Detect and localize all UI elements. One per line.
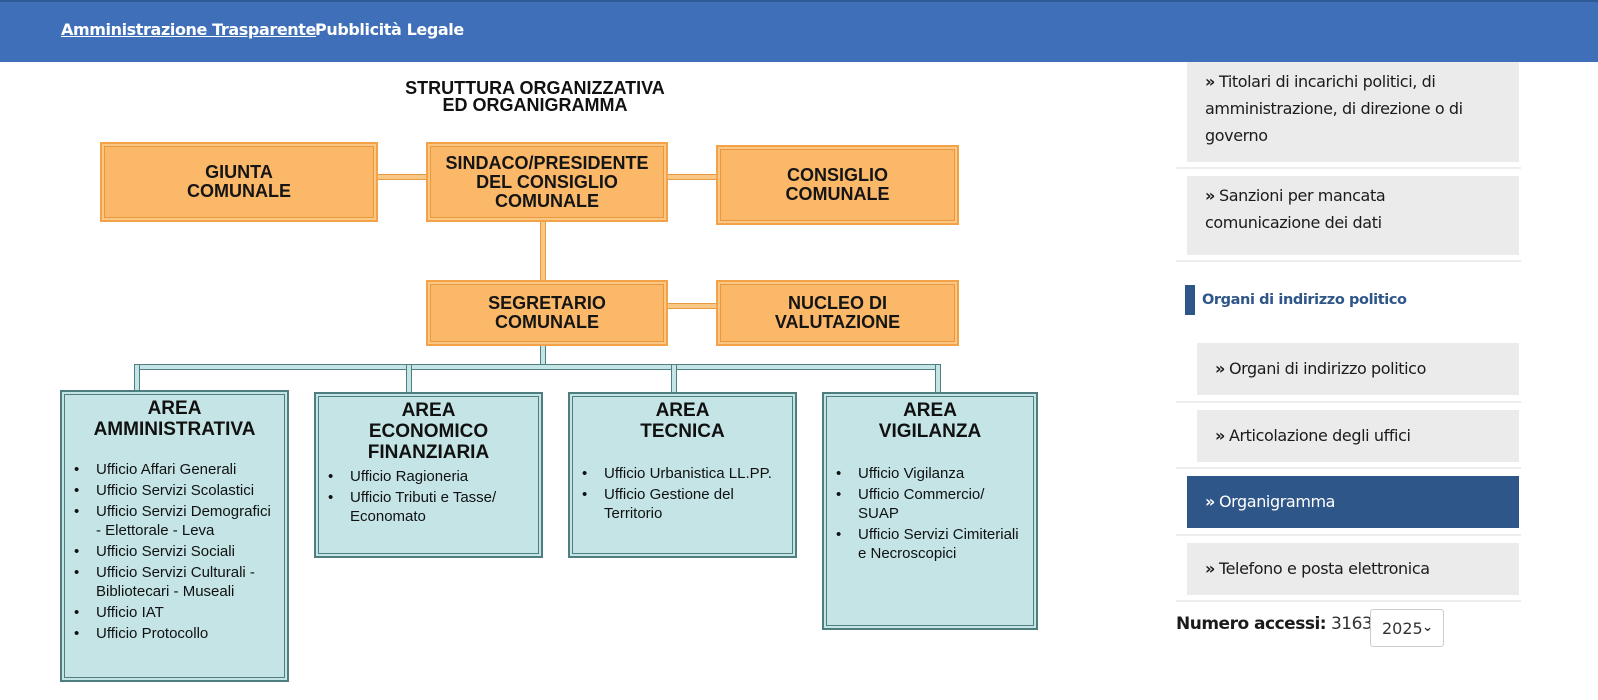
area-title: AREA AMMINISTRATIVA [93,398,256,440]
office-item: Ufficio Affari Generali [74,460,281,479]
sidebar-item-organigramma[interactable]: »Organigramma [1187,476,1519,528]
year-select-value: 2025 [1382,618,1423,638]
area-title: AREA ECONOMICO FINANZIARIA [367,400,490,463]
organigram-diagram: STRUTTURA ORGANIZZATIVA ED ORGANIGRAMMA … [0,62,1120,700]
sidebar-item-sanzioni[interactable]: »Sanzioni per mancata comunicazione dei … [1187,176,1519,255]
office-item: Ufficio Servizi Scolastici [74,481,281,500]
area-economico-finanziaria: AREA ECONOMICO FINANZIARIA Ufficio Ragio… [314,392,543,558]
office-item: Ufficio Servizi Sociali [74,542,281,561]
section-heading-label: Organi di indirizzo politico [1202,292,1407,308]
chevron-down-icon: ⌄ [1422,620,1433,635]
connector-area-3 [671,364,677,394]
organigram-title: STRUTTURA ORGANIZZATIVA ED ORGANIGRAMMA [405,78,665,115]
area-amministrativa: AREA AMMINISTRATIVA Ufficio Affari Gener… [60,390,289,682]
office-item: Ufficio Gestione del Territorio [582,485,789,523]
top-navbar: Amministrazione Trasparente Pubblicità L… [0,0,1598,62]
chevron-right-double-icon: » [1205,492,1215,511]
chevron-right-double-icon: » [1215,359,1225,378]
sidebar-item-titolari-incarichi[interactable]: »Titolari di incarichi politici, di ammi… [1187,62,1519,162]
office-list: Ufficio Vigilanza Ufficio Commercio/ SUA… [824,464,1036,563]
office-item: Ufficio Tributi e Tasse/ Economato [328,488,535,526]
sidebar-item-organi-indirizzo[interactable]: »Organi di indirizzo politico [1197,343,1519,395]
connector-areas-horizontal [134,364,941,370]
divider [1176,401,1521,403]
area-title: AREA TECNICA [640,400,725,442]
access-counter-value: 3163 [1330,614,1373,634]
box-sindaco: SINDACO/PRESIDENTE DEL CONSIGLIO COMUNAL… [426,142,668,222]
box-giunta-comunale: GIUNTA COMUNALE [100,142,378,222]
chevron-right-double-icon: » [1205,72,1215,91]
section-accent-bar [1185,285,1195,315]
chevron-right-double-icon: » [1215,426,1225,445]
divider [1176,600,1521,602]
sidebar-item-label: Organigramma [1218,492,1336,511]
box-consiglio-comunale: CONSIGLIO COMUNALE [716,145,959,225]
connector-segretario-nucleo [666,303,718,309]
connector-sindaco-segretario [540,220,546,282]
divider [1176,467,1521,469]
sidebar-item-label: Titolari di incarichi politici, di ammin… [1205,72,1463,145]
year-select[interactable]: 2025 ⌄ [1370,609,1444,647]
office-item: Ufficio Servizi Culturali - Bibliotecari… [74,563,281,601]
area-tecnica: AREA TECNICA Ufficio Urbanistica LL.PP. … [568,392,797,558]
chevron-right-double-icon: » [1205,559,1215,578]
office-list: Ufficio Ragioneria Ufficio Tributi e Tas… [316,467,541,526]
access-counter: Numero accessi: 3163 [1176,614,1373,634]
nav-amministrazione-trasparente[interactable]: Amministrazione Trasparente [61,20,316,39]
connector-area-4 [935,364,941,394]
sidebar-item-label: Sanzioni per mancata comunicazione dei d… [1205,186,1386,232]
access-counter-label: Numero accessi: [1176,614,1327,634]
sidebar-section-heading: Organi di indirizzo politico [1185,284,1407,316]
divider [1176,260,1521,262]
office-item: Ufficio Protocollo [74,624,281,643]
sidebar-item-articolazione-uffici[interactable]: »Articolazione degli uffici [1197,410,1519,462]
area-vigilanza: AREA VIGILANZA Ufficio Vigilanza Ufficio… [822,392,1038,630]
box-nucleo-valutazione: NUCLEO DI VALUTAZIONE [716,280,959,346]
nav-pubblicita-legale[interactable]: Pubblicità Legale [315,20,464,39]
sidebar-item-label: Organi di indirizzo politico [1228,359,1426,378]
sidebar-item-label: Articolazione degli uffici [1228,426,1411,445]
office-item: Ufficio Servizi Cimiteriali e Necroscopi… [836,525,1030,563]
office-item: Ufficio Commercio/ SUAP [836,485,1030,523]
office-item: Ufficio Urbanistica LL.PP. [582,464,789,483]
connector-area-2 [406,364,412,394]
area-title: AREA VIGILANZA [878,400,982,442]
connector-sindaco-consiglio [666,174,718,180]
office-item: Ufficio Vigilanza [836,464,1030,483]
sidebar-item-label: Telefono e posta elettronica [1218,559,1430,578]
sidebar-item-telefono-posta[interactable]: »Telefono e posta elettronica [1187,543,1519,595]
connector-area-1 [134,364,140,392]
office-item: Ufficio Ragioneria [328,467,535,486]
office-list: Ufficio Affari Generali Ufficio Servizi … [62,460,287,643]
divider [1176,534,1521,536]
box-segretario-comunale: SEGRETARIO COMUNALE [426,280,668,346]
connector-giunta-sindaco [376,174,428,180]
chevron-right-double-icon: » [1205,186,1215,205]
office-item: Ufficio IAT [74,603,281,622]
office-item: Ufficio Servizi Demografici - Elettorale… [74,502,281,540]
office-list: Ufficio Urbanistica LL.PP. Ufficio Gesti… [570,464,795,523]
divider [1176,167,1521,169]
